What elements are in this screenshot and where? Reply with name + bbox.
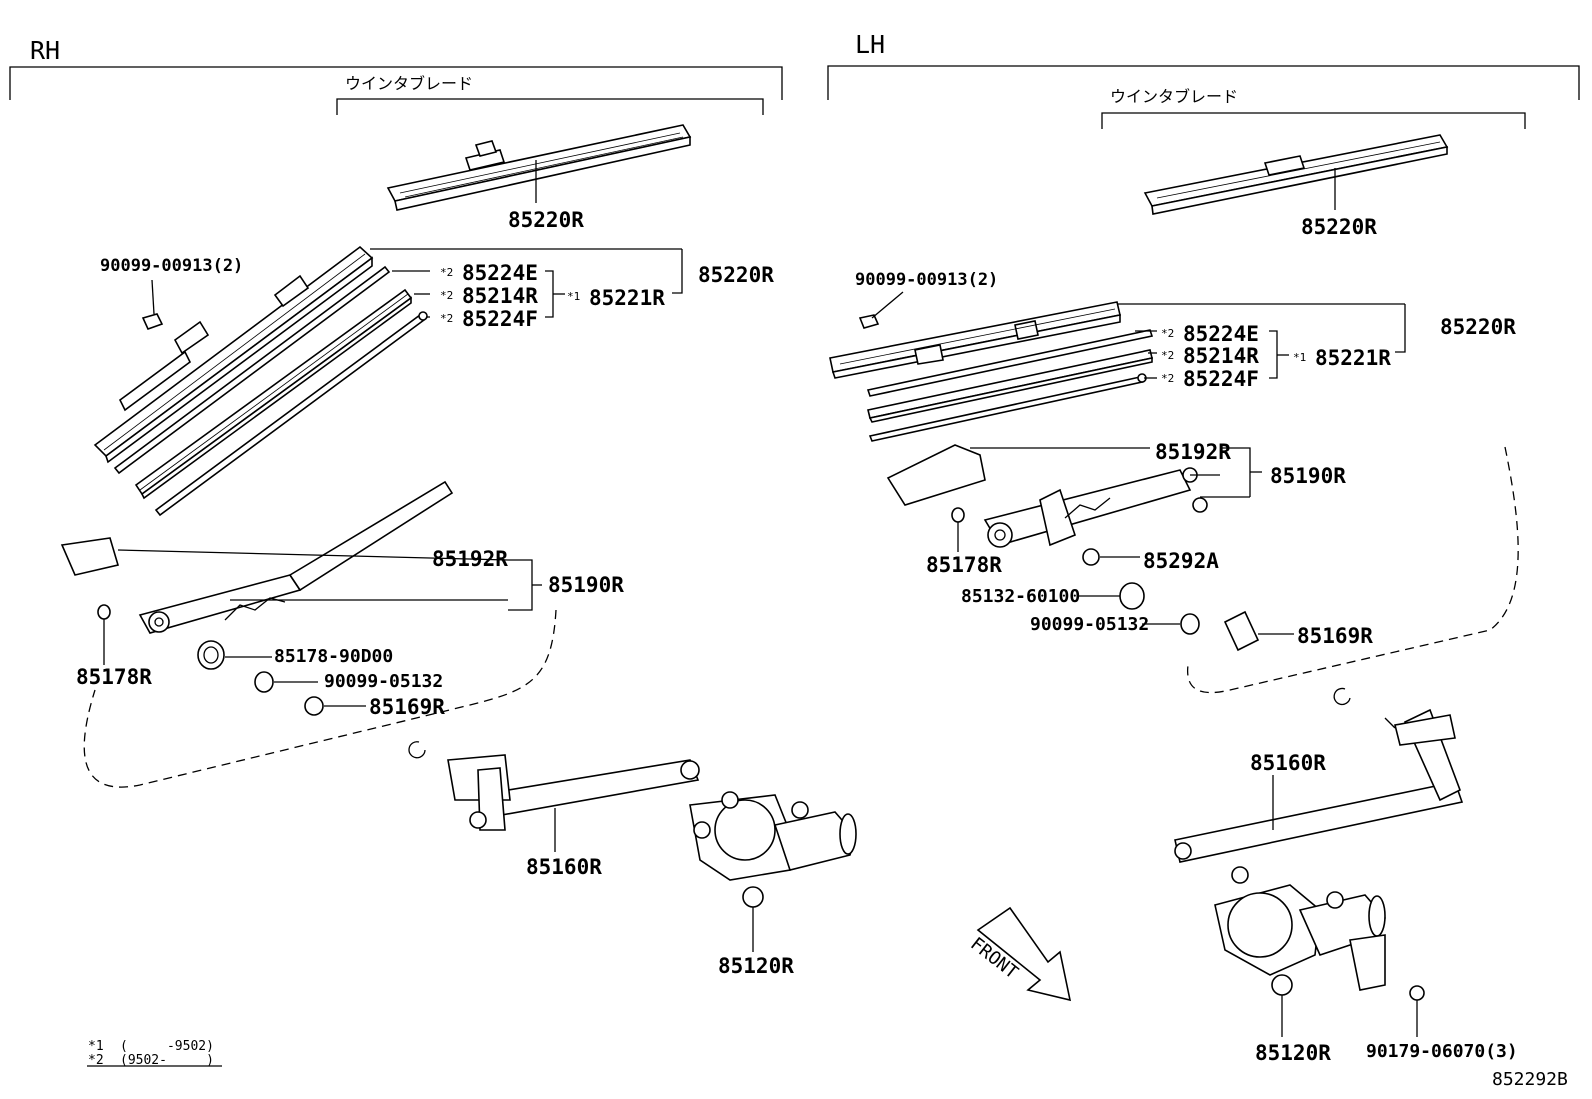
lh-part-85178r: 85178R xyxy=(926,553,1002,577)
lh-part-85292a: 85292A xyxy=(1143,549,1219,573)
footnote-2-mark: *2 xyxy=(88,1053,104,1068)
lh-part-85221r: 85221R xyxy=(1315,346,1391,370)
rh-mark-2b: *2 xyxy=(440,289,454,302)
rh-mark-1: *1 xyxy=(567,290,581,303)
rh-part-85221r: 85221R xyxy=(589,286,665,310)
lh-mark-2b: *2 xyxy=(1161,349,1175,362)
lh-part-85214r: 85214R xyxy=(1183,344,1259,368)
rh-part-85220r-assy: 85220R xyxy=(698,263,774,287)
lh-wiper-arm xyxy=(886,444,1262,548)
lh-bracket xyxy=(827,65,1580,129)
lh-section-label: ウインタブレード xyxy=(1110,87,1239,106)
rh-bracket xyxy=(9,66,783,115)
rh-part-90099-00913: 90099-00913(2) xyxy=(100,256,244,276)
lh-part-85160r: 85160R xyxy=(1250,751,1326,775)
rh-side-label: RH xyxy=(30,36,61,65)
lh-bolt-90099 xyxy=(858,291,904,329)
lh-wiper-refill-strips xyxy=(866,329,1154,442)
rh-part-85120r: 85120R xyxy=(718,954,794,978)
lh-part-85169r: 85169R xyxy=(1297,624,1373,648)
lh-mark-1: *1 xyxy=(1293,351,1307,364)
lh-leader-lines-blade xyxy=(1118,303,1406,379)
lh-dashed-group xyxy=(1187,446,1519,694)
rh-mark-2c: *2 xyxy=(440,312,454,325)
footnote-1: ( -9502) xyxy=(120,1039,214,1054)
rh-leader-lines-blade xyxy=(370,248,683,318)
rh-part-85190r: 85190R xyxy=(548,573,624,597)
figure-id: 852292B xyxy=(1492,1069,1568,1090)
lh-wiper-blade-frame xyxy=(829,301,1121,379)
rh-clip xyxy=(408,741,426,759)
lh-link-rod xyxy=(1174,708,1464,863)
lh-wiper-motor xyxy=(1214,866,1425,1037)
lh-part-85132-60100: 85132-60100 xyxy=(961,586,1081,607)
rh-part-85224e: 85224E xyxy=(462,261,538,285)
rh-part-85169r: 85169R xyxy=(369,695,445,719)
lh-mark-2a: *2 xyxy=(1161,327,1175,340)
rh-dashed-group xyxy=(83,609,557,788)
rh-part-85220r-blade: 85220R xyxy=(508,208,584,232)
rh-part-85160r: 85160R xyxy=(526,855,602,879)
lh-part-90099-00913: 90099-00913(2) xyxy=(855,270,999,290)
rh-part-85192r: 85192R xyxy=(432,547,508,571)
rh-small-parts xyxy=(97,604,366,716)
front-arrow xyxy=(976,906,1072,1002)
footnote-2: (9502- ) xyxy=(120,1053,214,1068)
lh-side-label: LH xyxy=(855,30,886,59)
rh-bolt-90099 xyxy=(141,279,164,331)
rh-wiper-refill-strips xyxy=(113,265,428,517)
footnote-1-mark: *1 xyxy=(88,1039,104,1054)
rh-wiper-motor xyxy=(689,791,857,952)
rh-wiper-blade-top xyxy=(386,124,692,211)
lh-part-90179-06070: 90179-06070(3) xyxy=(1366,1041,1518,1062)
rh-wiper-blade-frame xyxy=(93,245,374,464)
lh-clip xyxy=(1333,687,1351,706)
lh-small-parts xyxy=(951,507,1294,652)
lh-part-85224f: 85224F xyxy=(1183,367,1259,391)
rh-part-85224f: 85224F xyxy=(462,307,538,331)
rh-part-85178-90d00: 85178-90D00 xyxy=(274,646,394,667)
rh-part-85178r: 85178R xyxy=(76,665,152,689)
lh-part-85224e: 85224E xyxy=(1183,322,1259,346)
rh-wiper-arm xyxy=(60,480,542,634)
lh-part-85192r: 85192R xyxy=(1155,440,1231,464)
lh-part-85190r: 85190R xyxy=(1270,464,1346,488)
lh-part-90099-05132: 90099-05132 xyxy=(1030,614,1150,635)
lh-part-85120r: 85120R xyxy=(1255,1041,1331,1065)
rh-link-rod xyxy=(447,754,700,852)
rh-part-90099-05132: 90099-05132 xyxy=(324,671,444,692)
rh-part-85214r: 85214R xyxy=(462,284,538,308)
lh-mark-2c: *2 xyxy=(1161,372,1175,385)
lh-wiper-blade-top xyxy=(1143,134,1449,215)
lh-part-85220r-assy: 85220R xyxy=(1440,315,1516,339)
rh-mark-2a: *2 xyxy=(440,266,454,279)
rh-section-label: ウインタブレード xyxy=(345,74,474,93)
lh-part-85220r-blade: 85220R xyxy=(1301,215,1377,239)
